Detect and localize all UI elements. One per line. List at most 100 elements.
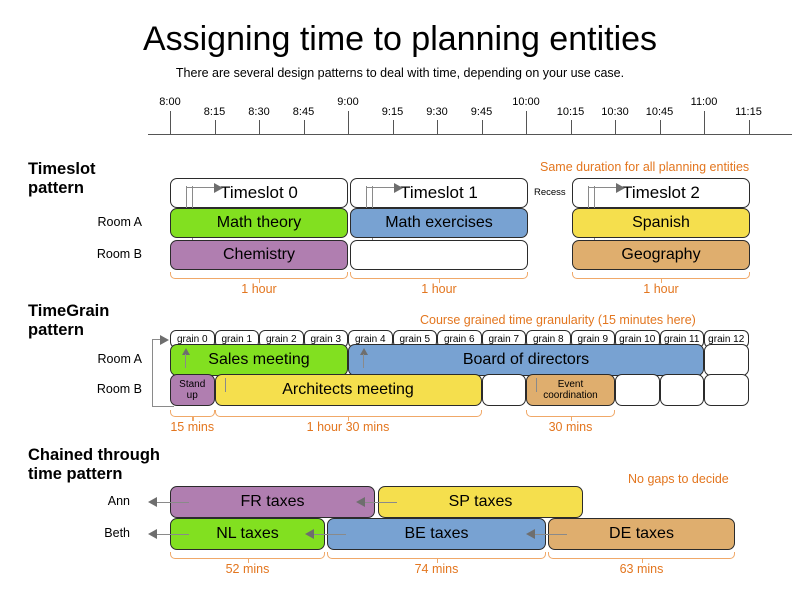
timegrain-room-b-box: Stand up [170,374,215,406]
timeslot-bracket [170,272,348,283]
timegrain-hook-stem [152,339,154,407]
ruler-tick-mark [704,111,705,134]
timegrain-up-arrow-icon [360,348,368,355]
timeslot-bracket [572,272,750,283]
timeslot-bracket [350,272,528,283]
ruler-tick-mark [481,120,483,134]
timeslot-header-box: Timeslot 2 [572,178,750,208]
timeslot-room-b-box: Chemistry [170,240,348,270]
timegrain-room-a-box [704,344,749,376]
timegrain-tick-stem [536,378,538,392]
timeslot-pointer-arrow-icon [394,183,403,193]
timegrain-duration-label: 1 hour 30 mins [306,420,390,434]
timeslot-pointer-arm [588,187,618,189]
chained-ann-box: SP taxes [378,486,583,518]
chain-arrow-icon [148,529,157,539]
ruler-tick-mark [659,120,661,134]
ruler-tick-label: 9:45 [470,106,493,118]
timeslot-room-a-box: Spanish [572,208,750,238]
note-timeslot: Same duration for all planning entities [540,160,750,174]
timegrain-room-b-box [615,374,660,406]
timegrain-bracket [214,410,482,421]
ruler-tick-mark [303,120,305,134]
timegrain-hook-arrow-icon [160,335,169,345]
timeslot-header-box: Timeslot 1 [350,178,528,208]
ruler-tick-label: 9:00 [337,96,359,108]
chained-bracket [327,552,546,563]
ruler-tick-mark [570,120,572,134]
ruler-tick-label: 9:30 [426,106,448,118]
ruler-tick-label: 10:45 [645,106,674,118]
recess-label: Recess [534,187,566,198]
timeslot-room-a-box: Math exercises [350,208,528,238]
timeslot-duration-label: 1 hour [421,282,457,296]
page-subtitle: There are several design patterns to dea… [175,66,625,80]
ruler-tick-label: 8:00 [159,96,181,108]
ruler-tick-label: 8:30 [248,106,270,118]
timeslot-pointer-arm [366,187,396,189]
timeslot-room-b-box [350,240,528,270]
ruler-tick-mark [615,120,616,134]
ruler-tick-mark [392,120,394,134]
chained-bracket [548,552,735,563]
ruler-tick-mark [526,111,527,134]
timegrain-hook-arm-top [152,339,166,341]
timegrain-room-a-box: Sales meeting [170,344,348,376]
ruler-tick-mark [259,120,260,134]
timeslot-duration-label: 1 hour [241,282,277,296]
timegrain-up-arrow-stem [185,354,187,368]
chained-beth-box: BE taxes [327,518,546,550]
timeslot-header-box: Timeslot 0 [170,178,348,208]
ruler-tick-mark [214,120,216,134]
chain-arrow-tail [365,502,397,504]
ruler-tick-label: 10:00 [512,96,540,108]
chain-arrow-tail [157,502,189,504]
timegrain-up-arrow-stem [363,354,365,368]
ruler-tick-label: 10:15 [556,106,585,118]
ruler-tick-mark [437,120,438,134]
note-timegrain: Course grained time granularity (15 minu… [420,313,696,327]
ruler-baseline [148,134,792,135]
ruler-tick-mark [170,111,171,134]
timeslot-pointer-arm [186,187,216,189]
ruler-tick-label: 11:15 [735,106,762,118]
row-label-ann-chained: Ann [107,494,130,508]
ruler-tick-mark [748,120,750,134]
row-label-beth-chained: Beth [104,526,130,540]
chain-arrow-icon [148,497,157,507]
chained-duration-label: 63 mins [619,562,664,576]
ruler-tick-mark [348,111,349,134]
timegrain-duration-label: 30 mins [548,420,593,434]
timegrain-duration-label: 15 mins [170,420,215,434]
timegrain-bracket [170,410,215,421]
chain-arrow-icon [526,529,535,539]
ruler-tick-label: 11:00 [690,96,718,108]
timegrain-up-arrow-icon [182,348,190,355]
timegrain-tick-stem [224,378,226,392]
chained-duration-label: 52 mins [225,562,270,576]
timegrain-bracket [526,410,615,421]
ruler-tick-label: 8:15 [203,106,226,118]
chained-ann-box: FR taxes [170,486,375,518]
section-title-timegrain: TimeGrain pattern [28,302,110,339]
chain-arrow-tail [535,534,567,536]
timegrain-hook-arm-bottom [152,406,174,408]
timeslot-room-a-box: Math theory [170,208,348,238]
chained-bracket [170,552,325,563]
row-label-room-b-timegrain: Room B [96,382,142,396]
row-label-room-a-timeslot: Room A [97,215,142,229]
ruler-tick-label: 8:45 [292,106,315,118]
ruler-tick-label: 10:30 [601,106,629,118]
page-title: Assigning time to planning entities [142,20,658,58]
section-title-chained: Chained through time pattern [28,446,160,483]
timegrain-room-b-box [704,374,749,406]
chain-arrow-icon [356,497,365,507]
chain-arrow-tail [314,534,346,536]
note-chained: No gaps to decide [628,472,729,486]
chain-arrow-tail [157,534,189,536]
timeslot-pointer-arrow-icon [214,183,223,193]
chained-beth-box: NL taxes [170,518,325,550]
timegrain-room-b-box: Event coordination [526,374,615,406]
